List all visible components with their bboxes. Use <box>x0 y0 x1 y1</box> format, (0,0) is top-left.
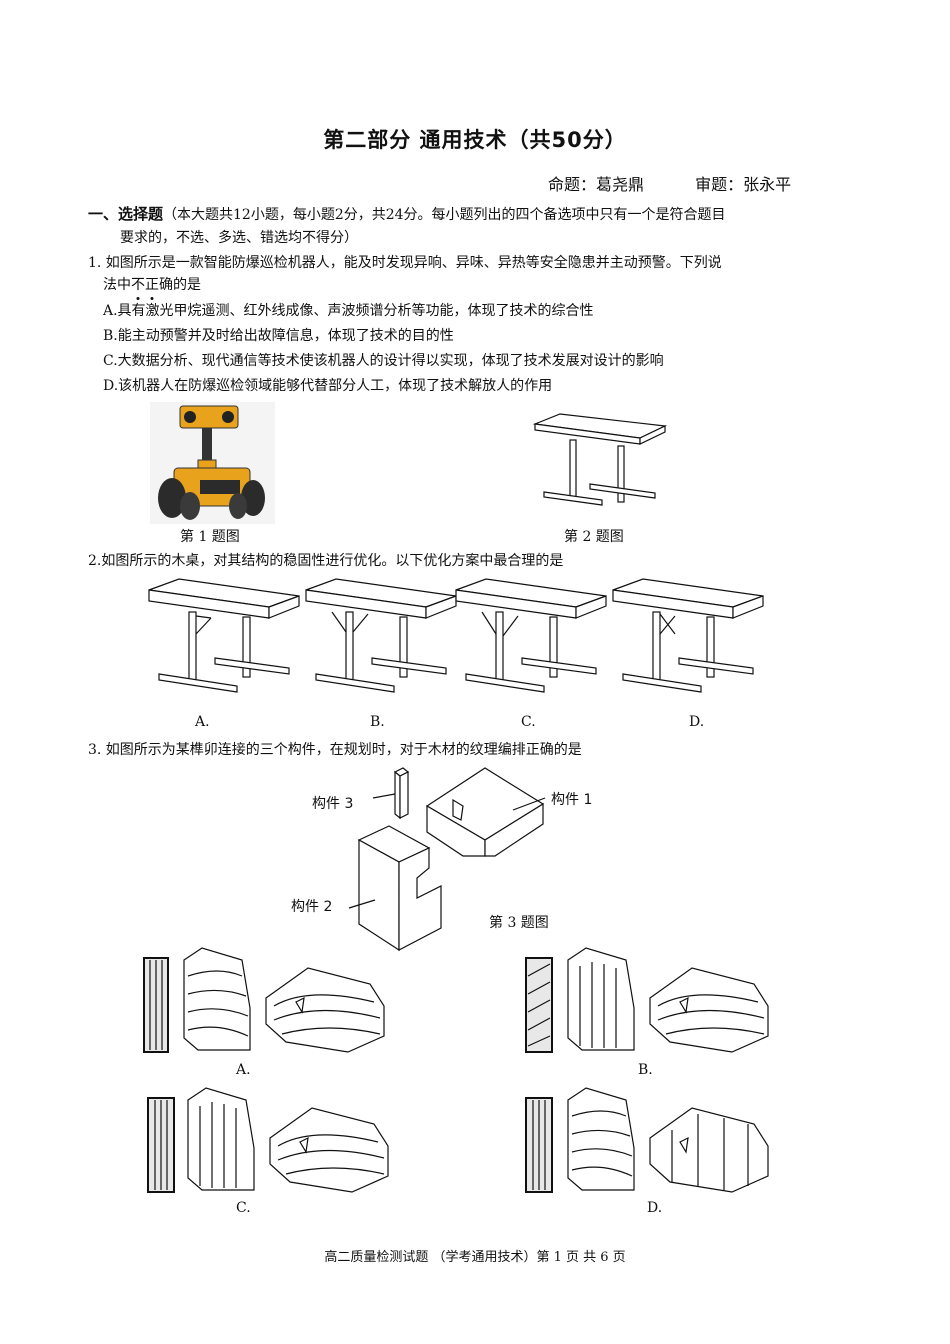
q2-option-a-figure <box>148 578 300 693</box>
q1-stem-line1: 1. 如图所示是一款智能防爆巡检机器人，能及时发现异响、异味、异热等安全隐患并主… <box>88 255 722 271</box>
page-footer: 高二质量检测试题 （学考通用技术）第 1 页 共 6 页 <box>324 1250 626 1265</box>
part2-label: 构件 2 <box>291 899 333 915</box>
q3-option-b-figure <box>525 947 769 1053</box>
q2-option-d-label: D. <box>689 714 705 730</box>
q2-stem: 2.如图所示的木桌，对其结构的稳固性进行优化。以下优化方案中最合理的是 <box>88 553 564 569</box>
q1-option-a: A.具有激光甲烷遥测、红外线成像、声波频谱分析等功能，体现了技术的综合性 <box>103 303 594 319</box>
inspection-robot-image <box>150 402 275 524</box>
wooden-table-figure <box>532 413 668 506</box>
q2-option-b-label: B. <box>370 714 385 730</box>
q3-option-c-label: C. <box>236 1200 251 1216</box>
author-line: 命题：葛尧鼎 审题：张永平 <box>548 171 837 195</box>
q3-stem: 3. 如图所示为某榫卯连接的三个构件，在规划时，对于木材的纹理编排正确的是 <box>88 742 582 758</box>
q3-figure-caption: 第 3 题图 <box>489 915 549 931</box>
q1-option-d: D.该机器人在防爆巡检领域能够代替部分人工，体现了技术解放人的作用 <box>103 378 553 394</box>
section-heading: 一、选择题 <box>88 205 164 223</box>
q3-option-b-label: B. <box>638 1062 653 1078</box>
q1-stem-suffix: 的是 <box>173 277 201 293</box>
q2-option-a-label: A. <box>195 714 210 730</box>
q2-option-c-figure <box>455 578 607 693</box>
q1-emph-char: 确 <box>159 277 173 293</box>
q1-option-b: B.能主动预警并及时给出故障信息，体现了技术的目的性 <box>103 328 454 344</box>
q1-option-c: C.大数据分析、现代通信等技术使该机器人的设计得以实现，体现了技术发展对设计的影… <box>103 353 664 369</box>
q3-option-d-figure <box>525 1087 769 1193</box>
q1-emph-char: 正 <box>145 277 159 300</box>
q2-option-d-figure <box>612 578 764 693</box>
instructions-line2: 要求的，不选、多选、错选均不得分） <box>120 230 358 246</box>
reviewer-name: 审题：张永平 <box>695 175 792 194</box>
instructions-line1: （本大题共12小题，每小题2分，共24分。每小题列出的四个备选项中只有一个是符合… <box>163 207 726 223</box>
q2-option-c-label: C. <box>521 714 536 730</box>
q3-option-a-label: A. <box>236 1062 251 1078</box>
q2-figure-caption: 第 2 题图 <box>564 529 624 545</box>
q3-option-a-figure <box>143 947 385 1053</box>
section-instructions: 一、选择题（本大题共12小题，每小题2分，共24分。每小题列出的四个备选项中只有… <box>88 203 878 250</box>
q3-option-d-label: D. <box>647 1200 663 1216</box>
q2-option-b-figure <box>305 578 457 693</box>
q1-figure-caption: 第 1 题图 <box>180 529 240 545</box>
q3-option-c-figure <box>147 1087 389 1193</box>
q1-stem-prefix: 法中 <box>103 277 131 293</box>
q1-emph-char: 不 <box>131 277 145 300</box>
mortise-tenon-parts-figure <box>348 767 546 952</box>
part3-label: 构件 3 <box>312 796 354 812</box>
setter-name: 命题：葛尧鼎 <box>548 175 645 194</box>
page-title: 第二部分 通用技术（共50分） <box>323 128 627 152</box>
q1-stem-line2: 法中不正确的是 <box>103 273 201 300</box>
part1-label: 构件 1 <box>551 792 593 808</box>
